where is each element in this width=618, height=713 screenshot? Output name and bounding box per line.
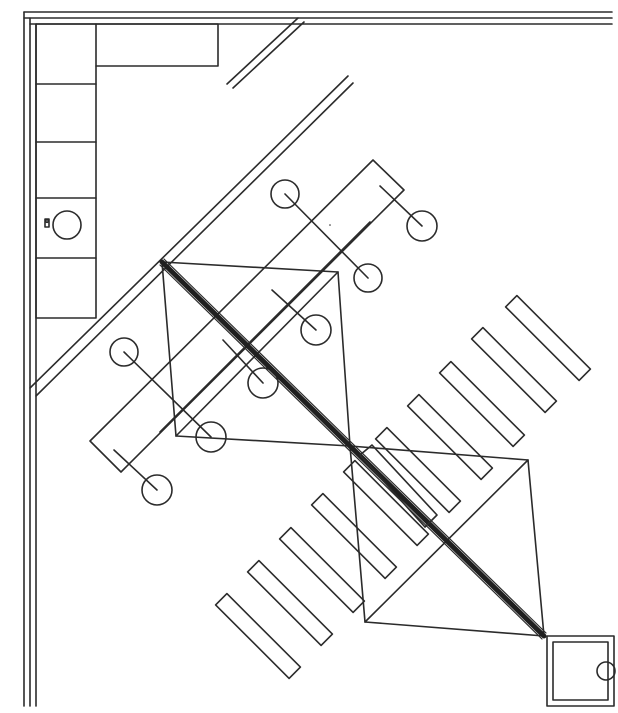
sink	[45, 211, 81, 239]
exterior-wall-top	[24, 12, 612, 24]
bench-slat	[506, 296, 591, 381]
bench-slat	[440, 362, 525, 447]
exterior-wall-left	[24, 12, 36, 706]
bench-slat	[472, 328, 557, 413]
bench-slat	[312, 494, 397, 579]
bottom-right-cabinet	[547, 636, 615, 706]
pyramid-skylight-frames	[160, 259, 546, 639]
bench-slats	[216, 296, 591, 679]
bench-slat	[344, 461, 429, 546]
bench-slat	[408, 395, 493, 480]
bench-slat	[280, 528, 365, 613]
diagonal-partition-walls	[30, 18, 353, 396]
kitchen-counter	[36, 24, 218, 318]
bench-slat	[216, 594, 301, 679]
bench-slat	[248, 561, 333, 646]
conference-tables-with-chairs	[90, 160, 437, 505]
bench-slat	[376, 428, 461, 513]
